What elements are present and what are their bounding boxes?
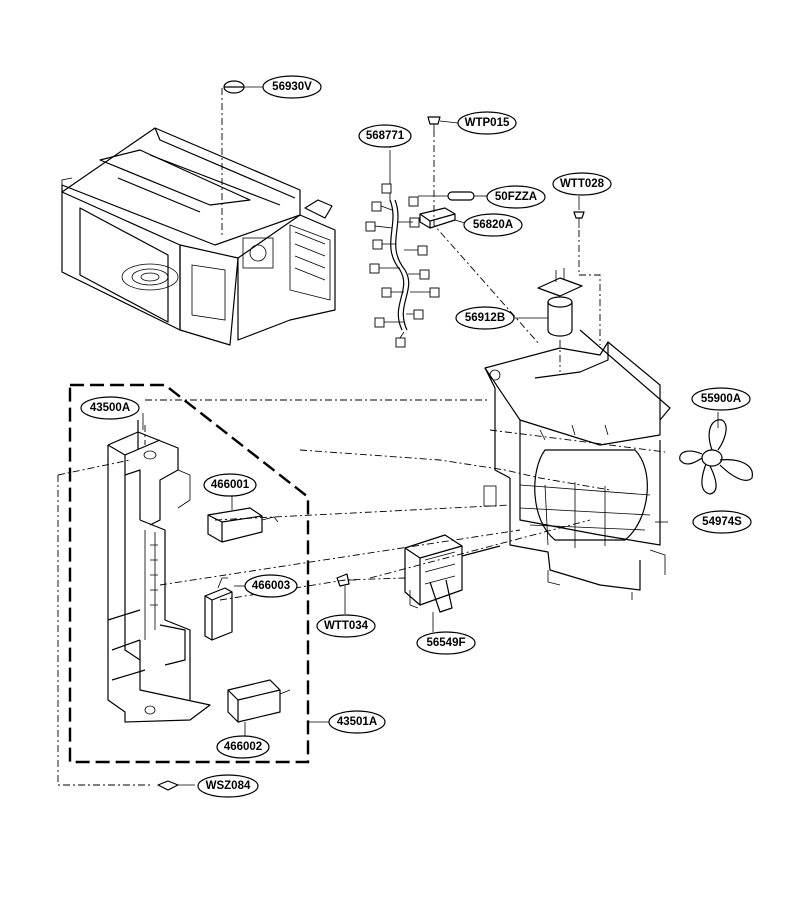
callout-label: 43500A	[90, 402, 130, 414]
callout-56930V: 56930V	[262, 75, 322, 99]
fan-blade	[679, 419, 753, 495]
micro-switch-466003	[204, 577, 233, 641]
fan-duct-bracket	[483, 329, 671, 600]
callout-label: WSZ084	[206, 780, 251, 792]
callout-label: 56930V	[272, 81, 312, 93]
callout-55900A: 55900A	[691, 387, 751, 411]
oven-cavity	[61, 127, 336, 346]
fan-motor	[404, 534, 501, 613]
callout-WTT028: WTT028	[552, 172, 612, 196]
screw-wtp015	[427, 116, 441, 130]
callout-label: 56912B	[465, 312, 505, 324]
callout-label: 568771	[366, 130, 405, 142]
screw-wtt034	[336, 573, 356, 587]
callout-56912B: 56912B	[455, 306, 515, 330]
callout-label: 466002	[224, 741, 262, 753]
thermal-cutoff	[223, 80, 245, 94]
callout-label: 56820A	[473, 219, 513, 231]
callout-WTT034: WTT034	[316, 614, 376, 638]
callout-WSZ084: WSZ084	[197, 774, 259, 798]
callout-label: 54974S	[702, 516, 742, 528]
callout-label: 466001	[211, 479, 250, 491]
callout-568771: 568771	[358, 124, 412, 148]
micro-switch-466002	[227, 679, 291, 723]
callout-WTP015: WTP015	[457, 111, 517, 135]
callout-466002: 466002	[216, 735, 270, 759]
screw-wtt028	[573, 211, 585, 228]
callout-54974S: 54974S	[692, 510, 752, 534]
callout-label: 43501A	[337, 716, 377, 728]
callout-label: 50FZZA	[495, 191, 537, 203]
callout-50FZZA: 50FZZA	[486, 185, 546, 209]
callout-label: 466003	[252, 580, 290, 592]
callout-43501A: 43501A	[328, 710, 386, 734]
callout-label: WTT034	[324, 620, 369, 632]
door-latch-board	[107, 420, 211, 723]
wire-harness	[365, 150, 440, 348]
fuse-holder	[419, 207, 469, 229]
callout-466003: 466003	[244, 574, 298, 598]
callout-56820A: 56820A	[463, 213, 523, 237]
latch-board-frame	[68, 383, 310, 764]
oven-lamp	[537, 268, 583, 337]
callout-label: WTT028	[560, 178, 605, 190]
screw-wsz084	[157, 780, 195, 791]
callout-label: 55900A	[701, 393, 741, 405]
callout-56549F: 56549F	[416, 631, 476, 655]
fuse	[418, 191, 488, 201]
callout-label: WTP015	[465, 117, 510, 129]
micro-switch-466001	[207, 507, 279, 543]
callout-466001: 466001	[203, 473, 257, 497]
callout-label: 56549F	[426, 637, 465, 649]
callout-43500A: 43500A	[80, 396, 140, 420]
